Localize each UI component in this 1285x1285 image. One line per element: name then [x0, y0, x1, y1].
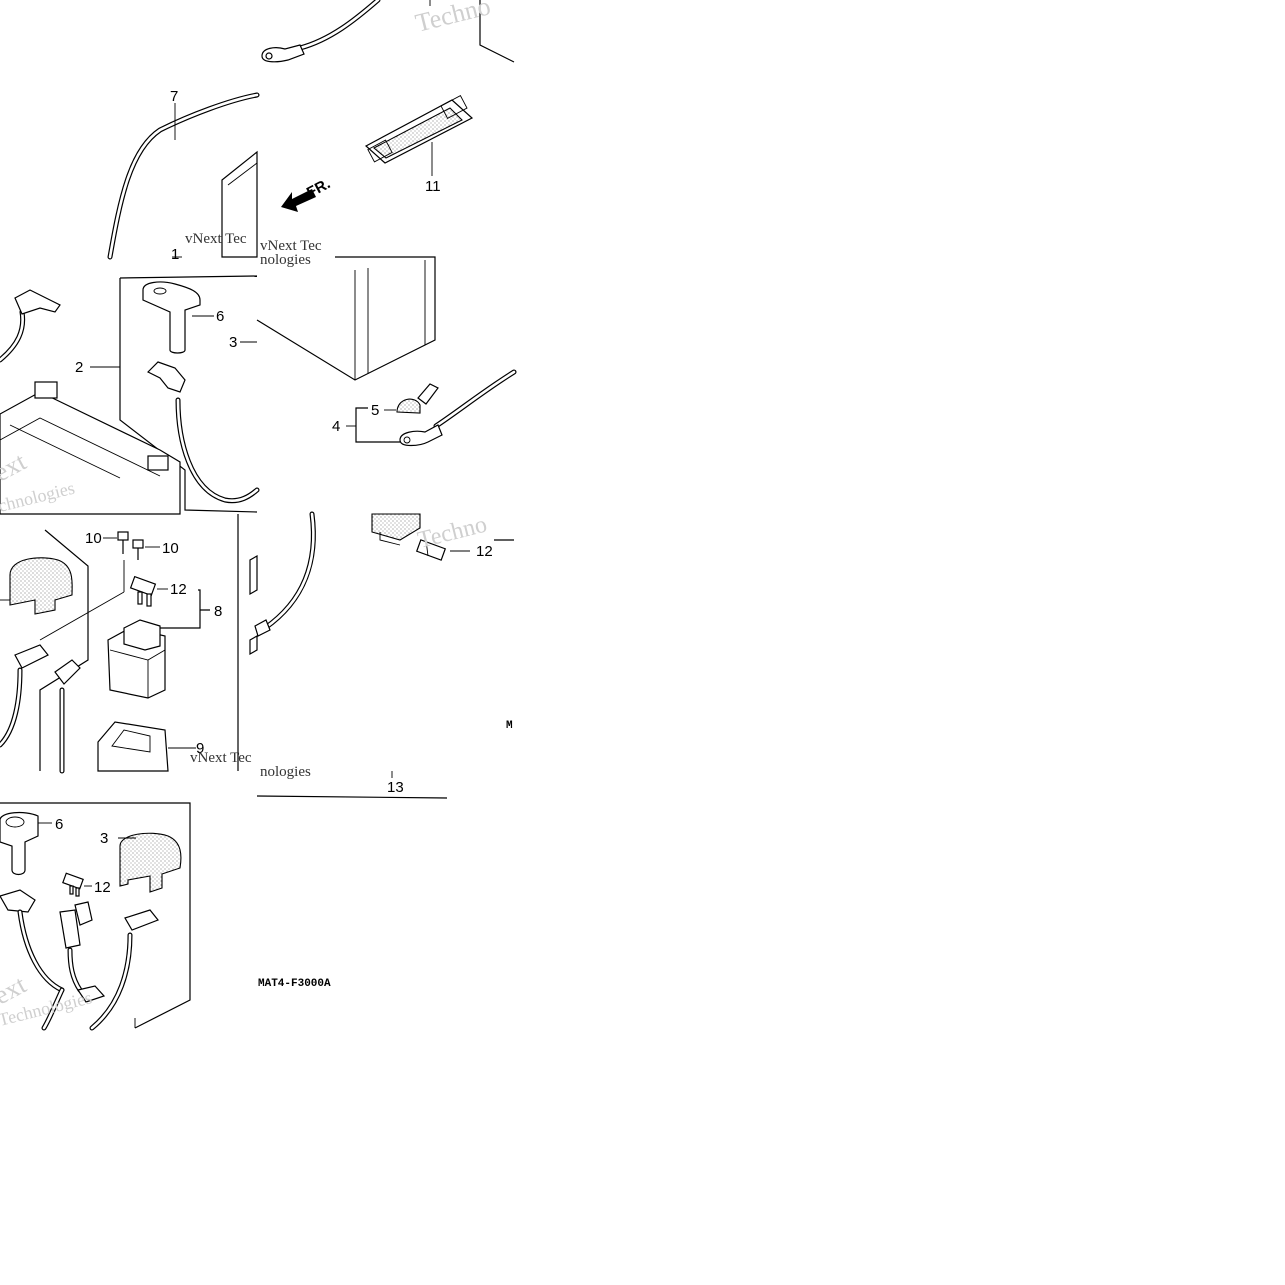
watermark-text-b: nologies	[260, 252, 311, 268]
callout-4: 4	[332, 418, 340, 435]
callout-12-relay: 12	[170, 581, 187, 598]
terminal-cover-bottom	[0, 811, 39, 876]
starter-relay	[107, 619, 166, 699]
callout-6-bottom: 6	[55, 816, 63, 833]
edge-letter: M	[506, 720, 513, 732]
callout-10-right: 10	[162, 540, 179, 557]
watermark-text-a: vNext Tec	[185, 231, 247, 247]
terminal-boot	[396, 383, 439, 414]
terminal-cover-3	[119, 832, 182, 893]
bolt-10-a	[117, 531, 129, 554]
callout-11: 11	[425, 178, 441, 195]
callout-7: 7	[170, 88, 178, 105]
watermark-text-g: vNext Tec	[260, 238, 322, 254]
callout-2: 2	[75, 359, 83, 376]
callout-3-middle: 3	[229, 334, 237, 351]
tile-lower-center: 12 Techno M 13 nologies	[249, 511, 514, 799]
tile-bottom-left: 6 3 12 ext Technologies	[0, 802, 191, 1031]
diagram-code: MAT4-F3000A	[258, 978, 331, 990]
watermark-text-g2: vNext Tec	[190, 750, 252, 766]
watermark-text-b2: nologies	[260, 764, 311, 780]
callout-12-center: 12	[476, 543, 493, 560]
callout-13: 13	[387, 779, 404, 796]
callout-1-top: 1	[171, 246, 179, 263]
callout-8: 8	[214, 603, 222, 620]
front-direction-arrow-icon: FR.	[281, 175, 333, 212]
callout-5: 5	[371, 402, 379, 419]
callout-9: 9	[196, 740, 204, 757]
fuse-12-relay	[129, 575, 157, 607]
tile-top-center: Techno 11 FR. vNext Tec	[260, 0, 515, 254]
battery-strap	[364, 95, 474, 164]
tile-top-left: 7 1 vNext Tec	[107, 88, 260, 263]
callout-3-bottom: 3	[100, 830, 108, 847]
fuse-12-center	[415, 539, 447, 561]
callout-10-left: 10	[85, 530, 102, 547]
relay-case	[97, 721, 169, 772]
tile-lower-left: 10 10 12 8 9	[0, 514, 252, 774]
terminal-cover	[142, 281, 201, 354]
tile-middle-left: 2 6 ext chnologies	[0, 275, 260, 516]
bolt-10-b	[132, 539, 144, 560]
callout-6-middle: 6	[216, 308, 224, 325]
callout-12-bottom: 12	[94, 879, 111, 896]
watermark-text-c: Techno	[412, 0, 493, 38]
tile-middle-center: nologies 3 5 4	[229, 252, 517, 447]
fuse-12-bottom	[62, 872, 84, 897]
